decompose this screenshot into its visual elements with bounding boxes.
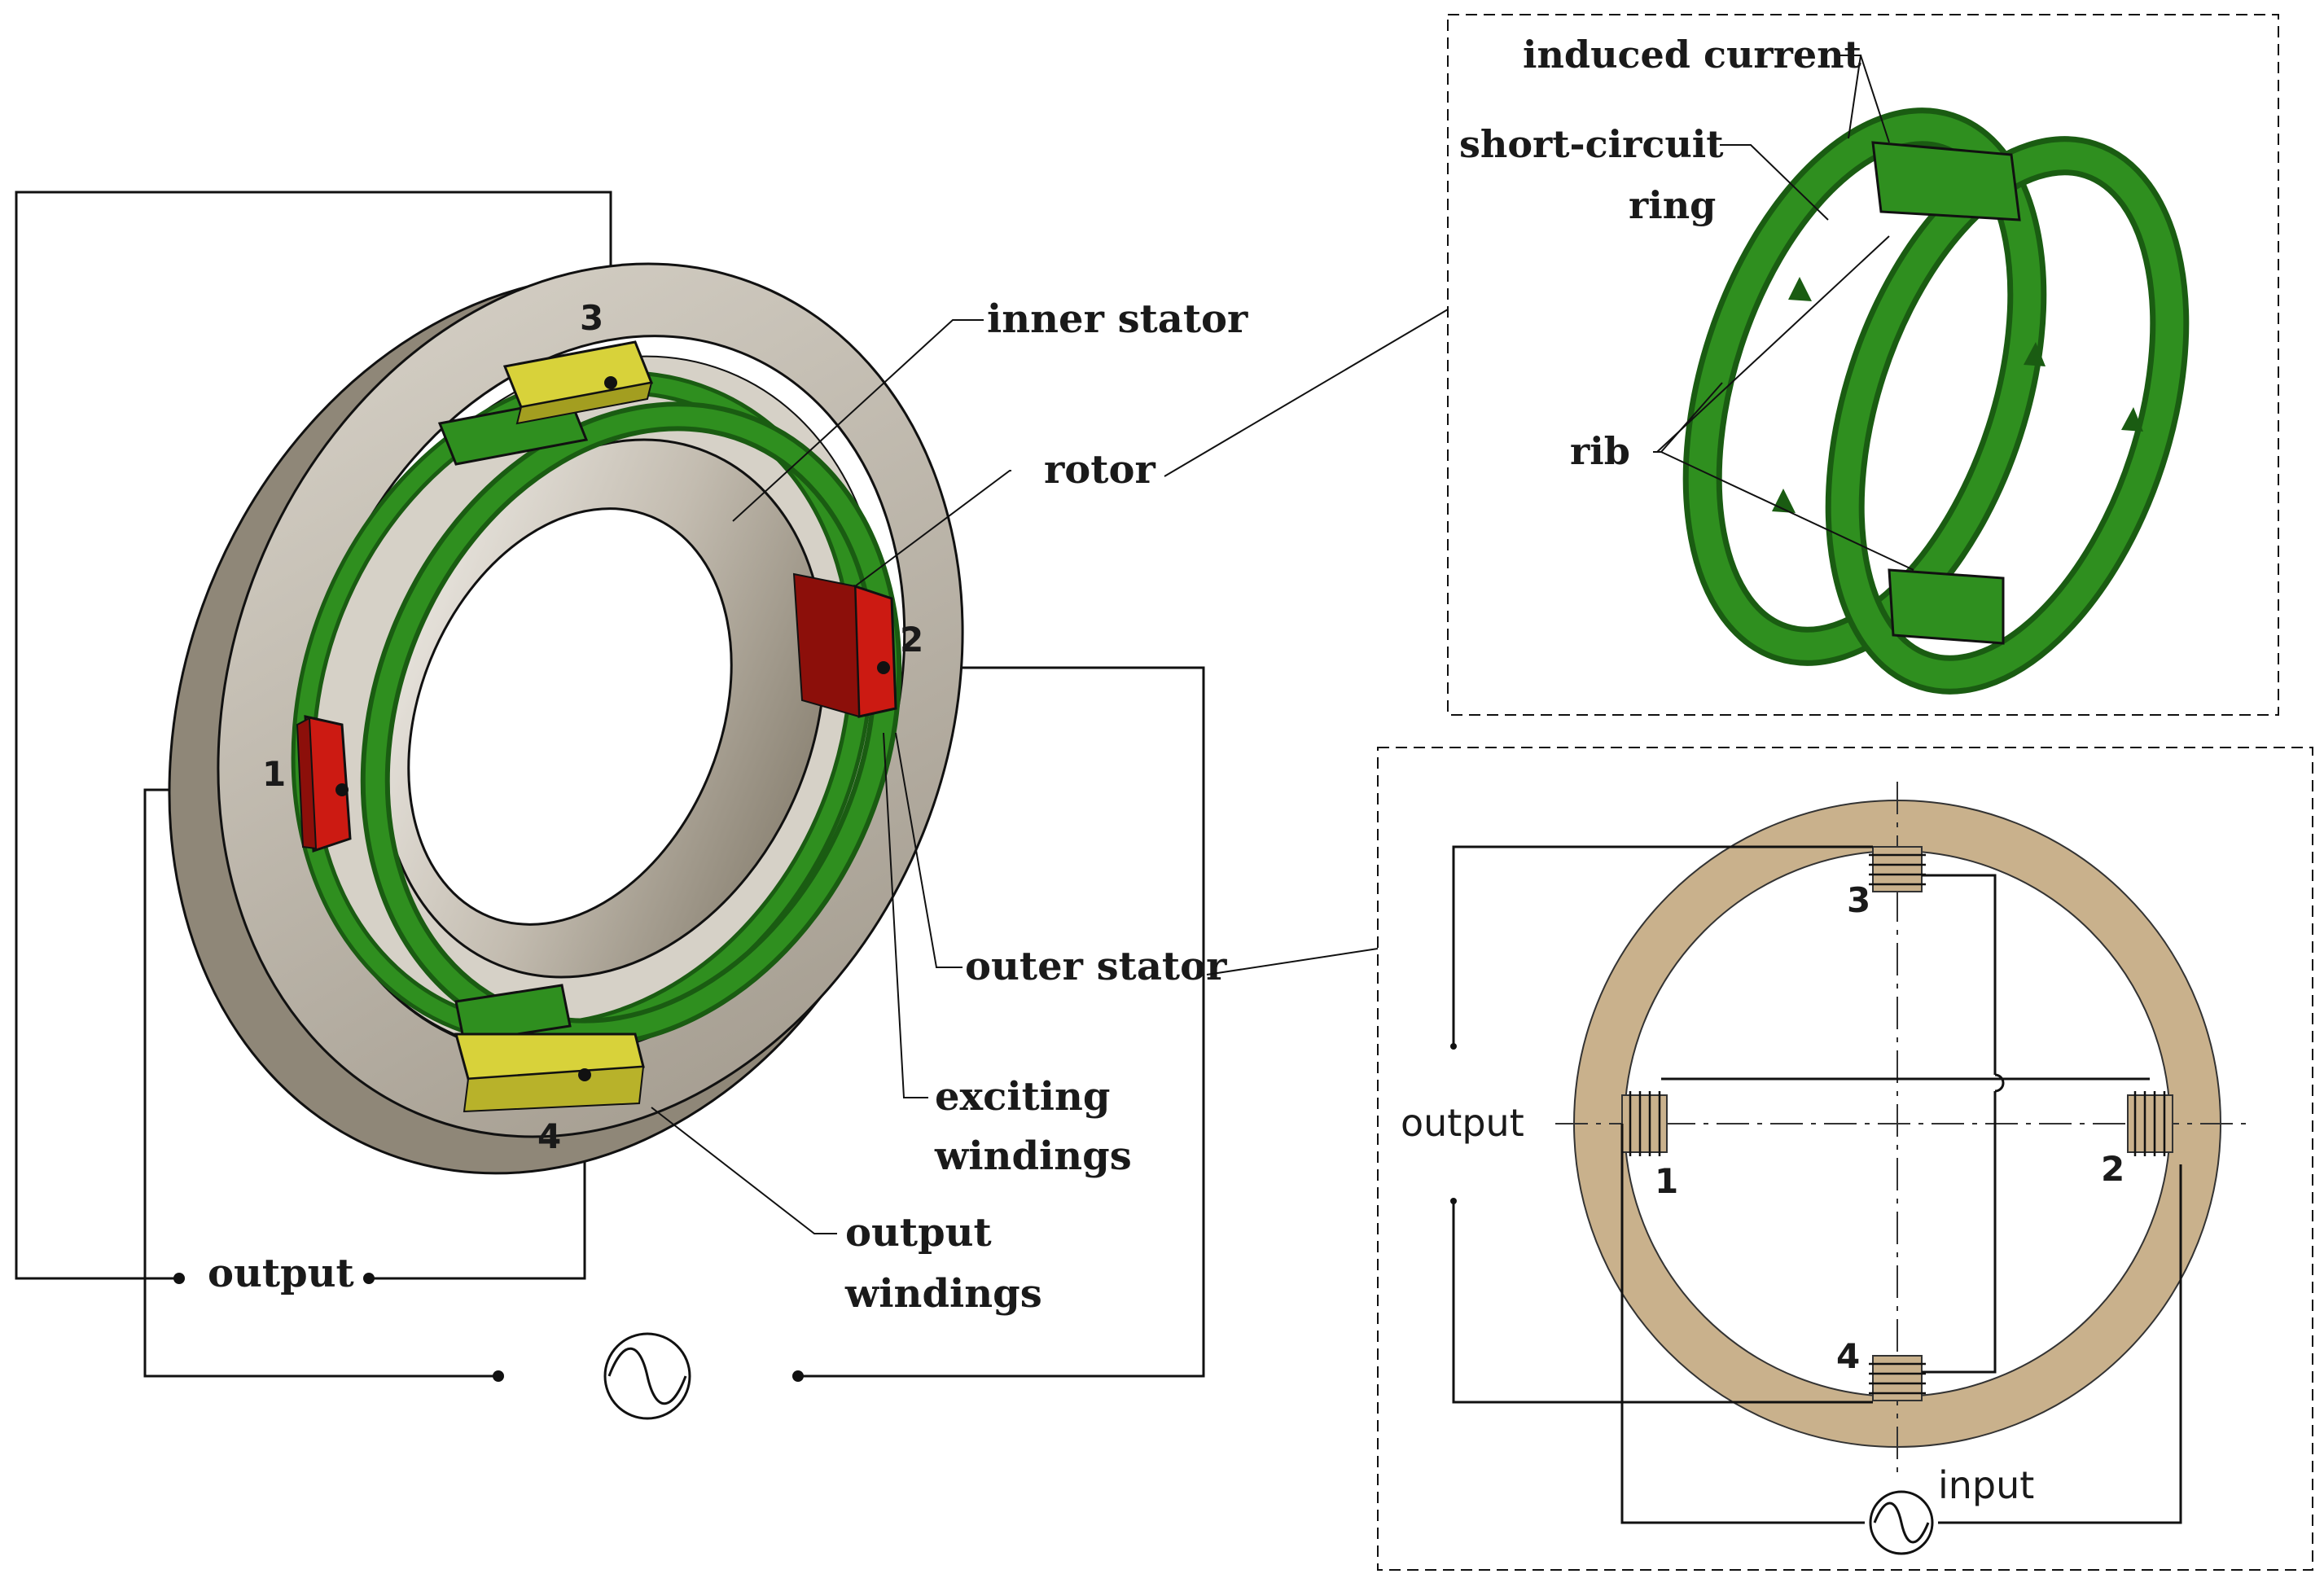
output-windings-label-2: windings [844,1271,1042,1317]
schematic-number-4: 4 [1836,1336,1860,1376]
rotor-rib-upper [1871,141,2021,221]
rotor-detail-leader-lines [1653,55,1914,571]
output-terminal-left-dot [173,1273,185,1284]
left-leader-lines [651,319,1011,1234]
schematic-number-2: 2 [2101,1149,2124,1189]
coil-number-1: 1 [262,754,286,794]
short-circuit-label-2: ring [1629,183,1716,227]
output-terminal-label: output [208,1251,354,1296]
exciting-windings-label-2: windings [934,1133,1132,1179]
rib-label: rib [1570,429,1630,473]
inner-stator-label: inner stator [987,296,1248,342]
rotor-label: rotor [1044,447,1155,493]
exciting-winding-1 [296,715,352,853]
output-break-bottom [1450,1198,1457,1204]
short-circuit-ring-right [1831,142,2184,689]
schematic-number-1: 1 [1655,1161,1678,1201]
induced-current-label: induced current [1523,33,1862,77]
coil-number-4: 4 [537,1116,561,1156]
schematic-frame [1377,747,2313,1571]
source-terminal-right-dot [792,1370,804,1382]
rotor-rib-bottom [454,984,572,1044]
output-break-top [1450,1043,1457,1050]
source-terminal-left-dot [493,1370,504,1382]
short-circuit-label-1: short-circuit [1459,122,1724,166]
schematic-output-label: output [1401,1101,1524,1145]
short-circuit-ring-left [1688,113,2041,660]
induced-current-arrows [1772,277,2143,513]
winding-2-terminal [877,661,890,674]
rotor-detail-inset: induced current short-circuit ring rib [1447,14,2279,716]
schematic-number-3: 3 [1847,880,1870,920]
input-source-icon [1869,1490,1934,1555]
output-winding-3 [502,340,654,425]
winding-1-terminal [335,783,349,796]
rotor-back-ring-hi [295,375,870,1042]
coil-number-3: 3 [580,298,603,338]
outer-stator-label: outer stator [965,944,1227,989]
inset-connector-lines [1164,309,1449,975]
winding-3-terminal [604,376,617,389]
left-assembly: 3 2 1 4 inner stator rotor outer stator … [15,191,1248,1420]
exciting-windings-label-1: exciting [935,1074,1110,1120]
output-terminal-right-dot [363,1273,375,1284]
rotor-rib-lower [1888,568,2005,645]
ac-source-icon [603,1332,691,1420]
rotor-detail-frame [1447,14,2279,716]
coil-turns [1629,853,2166,1395]
schematic-input-label: input [1938,1463,2034,1507]
coil-number-2: 2 [900,620,923,660]
schematic-wires [1452,845,2182,1524]
winding-4-terminal [578,1068,591,1081]
output-windings-label-1: output [845,1210,992,1256]
schematic-inset: output input 3 1 2 4 [1377,747,2313,1571]
output-winding-4 [454,1032,645,1113]
inner-stator-bore [407,507,733,926]
exciting-winding-2 [792,572,897,718]
